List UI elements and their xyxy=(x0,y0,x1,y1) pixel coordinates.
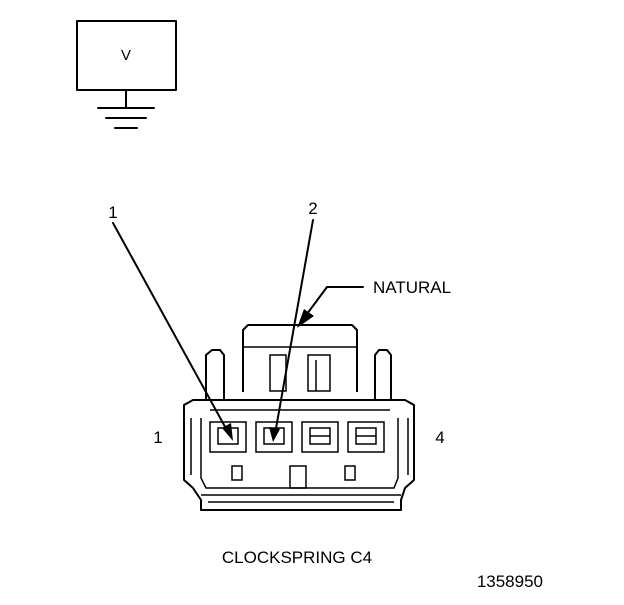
callout-arrow-1 xyxy=(112,222,233,441)
callout-label-1: 1 xyxy=(108,203,117,222)
natural-color-label: NATURAL xyxy=(373,278,451,297)
pin-number-left: 1 xyxy=(153,428,162,447)
natural-leader-arrow xyxy=(297,286,364,328)
ground-icon xyxy=(97,89,155,129)
figure-id: 1358950 xyxy=(477,572,543,591)
connector-name: CLOCKSPRING C4 xyxy=(222,548,372,567)
pin-cavity-3 xyxy=(301,421,339,453)
callout-arrow-2 xyxy=(269,219,314,442)
pin-cavity-4 xyxy=(347,421,385,453)
voltmeter-symbol: V xyxy=(76,20,177,129)
callout-label-2: 2 xyxy=(308,199,317,218)
voltmeter-label: V xyxy=(121,47,131,64)
connector-body xyxy=(183,324,415,511)
pin-number-right: 4 xyxy=(435,428,444,447)
